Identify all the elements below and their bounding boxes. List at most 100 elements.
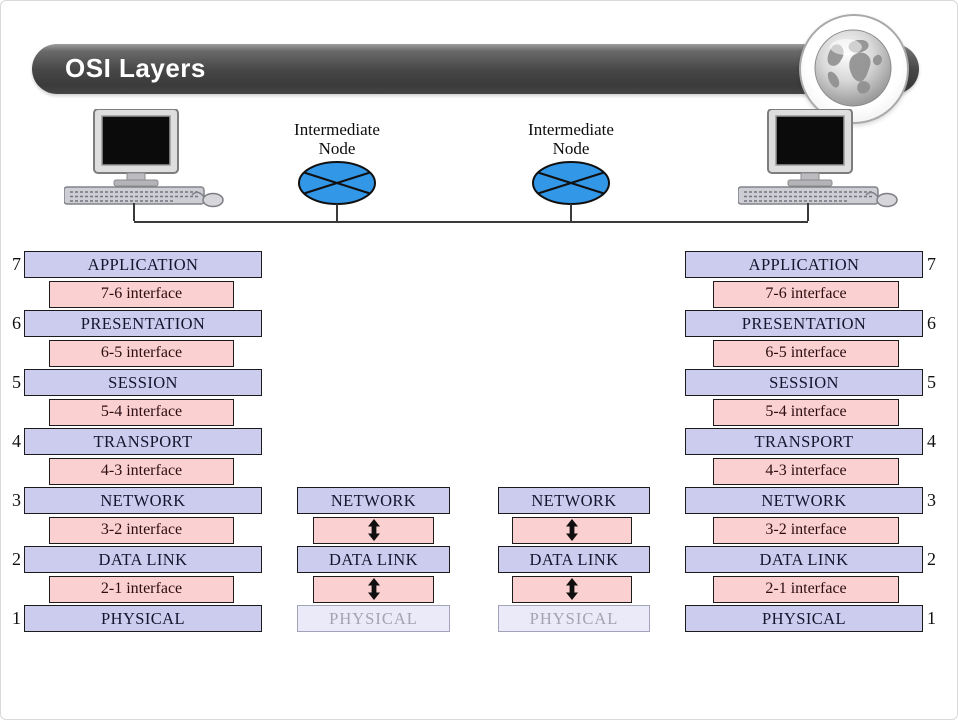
interface-box-5-4-interface: 5-4 interface xyxy=(713,398,899,426)
layer-box-application: APPLICATION xyxy=(685,251,923,278)
interface-arrow-box xyxy=(313,516,434,544)
page-title: OSI Layers xyxy=(65,53,206,83)
layer-label: TRANSPORT xyxy=(93,431,193,451)
layer-label: PHYSICAL xyxy=(101,608,185,628)
layer-label: PHYSICAL xyxy=(529,608,619,628)
layer-box-data-link: DATA LINK xyxy=(498,546,650,573)
interface-label: 6-5 interface xyxy=(765,344,847,361)
interface-label: 3-2 interface xyxy=(100,521,183,538)
globe-icon xyxy=(799,14,909,124)
computer-icon xyxy=(64,109,224,208)
layer-box-data-link: DATA LINK xyxy=(685,546,923,573)
interface-arrow-box xyxy=(512,516,632,544)
layer-box-network: NETWORK xyxy=(685,487,923,514)
layer-box-physical: PHYSICAL xyxy=(498,605,650,632)
layer-box-physical: PHYSICAL xyxy=(297,605,450,632)
layer-number: 4 xyxy=(12,431,21,451)
interface-label: 3-2 interface xyxy=(765,521,847,538)
layer-number: 3 xyxy=(12,490,21,510)
layer-label: SESSION xyxy=(769,372,839,392)
interface-label: 2-1 interface xyxy=(765,580,847,597)
layer-box-presentation: PRESENTATION xyxy=(685,310,923,337)
layer-number: 5 xyxy=(927,372,936,392)
layer-number: 7 xyxy=(12,254,21,274)
node1-drop-line xyxy=(336,204,338,221)
router-node-icon xyxy=(532,161,610,205)
computer-icon xyxy=(738,109,898,208)
interface-box-2-1-interface: 2-1 interface xyxy=(49,575,234,603)
interface-label: 7-6 interface xyxy=(100,285,183,302)
layer-number: 1 xyxy=(12,608,21,628)
layer-label: NETWORK xyxy=(761,490,847,510)
interface-label: 5-4 interface xyxy=(765,403,847,420)
layer-label: NETWORK xyxy=(531,490,617,510)
interface-arrow-box xyxy=(313,575,434,603)
layer-label: NETWORK xyxy=(330,490,417,510)
interface-label: 4-3 interface xyxy=(765,462,847,479)
layer-number: 6 xyxy=(927,313,936,333)
layer-box-physical: PHYSICAL xyxy=(24,605,262,632)
interface-box-2-1-interface: 2-1 interface xyxy=(713,575,899,603)
interface-label: 7-6 interface xyxy=(765,285,847,302)
intermediate-node-label: Intermediate Node xyxy=(271,120,403,158)
interface-label: 2-1 interface xyxy=(100,580,183,597)
layer-label: DATA LINK xyxy=(759,549,849,569)
globe-art xyxy=(814,29,892,107)
layer-label: PHYSICAL xyxy=(762,608,846,628)
interface-box-5-4-interface: 5-4 interface xyxy=(49,398,234,426)
layer-number: 1 xyxy=(927,608,936,628)
layer-number: 6 xyxy=(12,313,21,333)
layer-box-data-link: DATA LINK xyxy=(297,546,450,573)
router-node-icon xyxy=(298,161,376,205)
layer-label: APPLICATION xyxy=(87,254,199,274)
double-vertical-arrow-icon xyxy=(367,578,380,600)
interface-box-7-6-interface: 7-6 interface xyxy=(713,280,899,308)
source-drop-line xyxy=(133,203,135,221)
layer-label: SESSION xyxy=(108,372,178,392)
interface-box-7-6-interface: 7-6 interface xyxy=(49,280,234,308)
interface-box-6-5-interface: 6-5 interface xyxy=(713,339,899,367)
layer-number: 7 xyxy=(927,254,936,274)
layer-label: PHYSICAL xyxy=(329,608,418,628)
layer-label: PRESENTATION xyxy=(80,313,206,333)
layer-box-session: SESSION xyxy=(24,369,262,396)
interface-box-6-5-interface: 6-5 interface xyxy=(49,339,234,367)
layer-box-network: NETWORK xyxy=(297,487,450,514)
layer-box-physical: PHYSICAL xyxy=(685,605,923,632)
destination-drop-line xyxy=(807,203,809,221)
layer-box-transport: TRANSPORT xyxy=(24,428,262,455)
interface-arrow-box xyxy=(512,575,632,603)
layer-label: PRESENTATION xyxy=(741,313,867,333)
layer-box-data-link: DATA LINK xyxy=(24,546,262,573)
interface-box-4-3-interface: 4-3 interface xyxy=(49,457,234,485)
layer-number: 4 xyxy=(927,431,936,451)
layer-label: DATA LINK xyxy=(329,549,418,569)
layer-number: 2 xyxy=(927,549,936,569)
layer-label: DATA LINK xyxy=(98,549,188,569)
interface-box-3-2-interface: 3-2 interface xyxy=(49,516,234,544)
layer-number: 5 xyxy=(12,372,21,392)
network-bus-line xyxy=(134,221,808,223)
interface-label: 4-3 interface xyxy=(100,462,183,479)
layer-box-session: SESSION xyxy=(685,369,923,396)
interface-label: 6-5 interface xyxy=(100,344,183,361)
layer-number: 2 xyxy=(12,549,21,569)
layer-box-network: NETWORK xyxy=(498,487,650,514)
interface-box-4-3-interface: 4-3 interface xyxy=(713,457,899,485)
node-label-line1: Intermediate xyxy=(294,120,380,139)
title-bar: OSI Layers xyxy=(32,44,919,94)
double-vertical-arrow-icon xyxy=(367,519,380,541)
layer-label: NETWORK xyxy=(100,490,186,510)
intermediate-node-label: Intermediate Node xyxy=(505,120,637,158)
layer-number: 3 xyxy=(927,490,936,510)
node-label-line2: Node xyxy=(318,139,356,158)
interface-box-3-2-interface: 3-2 interface xyxy=(713,516,899,544)
layer-label: APPLICATION xyxy=(748,254,860,274)
layer-box-network: NETWORK xyxy=(24,487,262,514)
layer-box-transport: TRANSPORT xyxy=(685,428,923,455)
layer-box-application: APPLICATION xyxy=(24,251,262,278)
double-vertical-arrow-icon xyxy=(566,578,578,600)
layer-label: DATA LINK xyxy=(529,549,619,569)
layer-label: TRANSPORT xyxy=(754,431,854,451)
